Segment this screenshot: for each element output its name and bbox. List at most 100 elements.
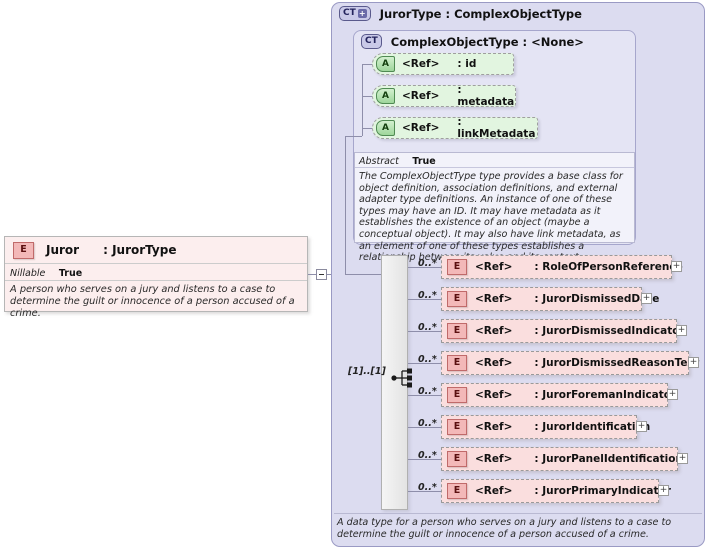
element-juror-documentation: A person who serves on a jury and listen… <box>10 284 295 319</box>
element-icon: E <box>447 451 467 467</box>
abstract-row: Abstract True <box>355 153 634 168</box>
expand-plus-icon[interactable]: + <box>658 485 669 496</box>
sequence-cardinality: [1]..[1] <box>348 366 386 377</box>
element-juror-name: Juror <box>46 243 80 257</box>
base-type-documentation-text: The ComplexObjectType type provides a ba… <box>359 171 623 264</box>
connector-sequence-to-element <box>408 267 441 268</box>
connector-attribute-branch <box>362 96 372 97</box>
element-row[interactable]: E <Ref> : JurorPanelIdentification <box>441 447 683 471</box>
element-ref: <Ref> <box>475 261 513 273</box>
type-documentation-text: A data type for a person who serves on a… <box>337 517 672 540</box>
element-ref: <Ref> <box>475 421 513 433</box>
element-icon: E <box>447 387 467 403</box>
element-name: : RoleOfPersonReference <box>534 261 683 273</box>
complex-type-icon[interactable]: CT+ <box>339 6 371 21</box>
complex-type-title-text: JurorType : ComplexObjectType <box>379 6 582 21</box>
element-cardinality: 0..* <box>418 258 437 269</box>
attribute-ref: <Ref> <box>402 122 440 134</box>
connector-sequence-to-element <box>408 459 441 460</box>
collapse-toggle-minus-icon[interactable] <box>316 269 327 280</box>
expand-plus-icon[interactable]: + <box>667 389 678 400</box>
expand-plus-icon[interactable]: + <box>636 421 647 432</box>
nillable-label: Nillable <box>10 268 46 279</box>
element-name: : JurorForemanIndicator <box>534 389 677 401</box>
attribute-name: : metadata <box>457 84 515 108</box>
expand-plus-icon[interactable]: + <box>677 453 688 464</box>
type-documentation-box: A data type for a person who serves on a… <box>334 513 702 544</box>
attribute-name: : linkMetadata <box>457 116 536 140</box>
attribute-row[interactable]: A <Ref> : id <box>372 53 514 75</box>
base-type-title-text: ComplexObjectType : <None> <box>390 34 584 49</box>
connector-sequence-to-element <box>408 395 441 396</box>
element-name: : JurorPrimaryIndicator <box>534 485 671 497</box>
connector-sequence-to-element <box>408 299 441 300</box>
base-type-documentation-box: Abstract True The ComplexObjectType type… <box>354 152 635 263</box>
element-juror-header: E Juror : JurorType <box>5 237 307 264</box>
element-ref: <Ref> <box>475 325 513 337</box>
element-icon: E <box>447 419 467 435</box>
connector-attribute-trunk <box>362 64 363 136</box>
expand-plus-icon: + <box>357 9 367 18</box>
attribute-name: : id <box>457 58 477 70</box>
element-row[interactable]: E <Ref> : JurorDismissedDate <box>441 287 659 311</box>
element-ref: <Ref> <box>475 485 513 497</box>
element-cardinality: 0..* <box>418 482 437 493</box>
abstract-value: True <box>412 156 436 167</box>
element-name: : JurorPanelIdentification <box>534 453 683 465</box>
nillable-value: True <box>58 268 83 279</box>
element-name: : JurorDismissedDate <box>534 293 660 305</box>
connector-juror-to-toggle <box>308 274 316 275</box>
attribute-row[interactable]: A <Ref> : metadata <box>372 84 516 108</box>
attribute-icon: A <box>376 88 395 104</box>
element-icon: E <box>447 483 467 499</box>
abstract-label: Abstract <box>359 156 399 167</box>
connector-sequence-to-element <box>408 427 441 428</box>
element-icon: E <box>13 241 34 259</box>
element-cardinality: 0..* <box>418 386 437 397</box>
connector-type-spine <box>345 136 346 274</box>
element-name: : JurorDismissedReasonText <box>534 357 700 369</box>
attribute-ref: <Ref> <box>402 58 440 70</box>
element-cardinality: 0..* <box>418 418 437 429</box>
element-row[interactable]: E <Ref> : JurorIdentification <box>441 415 650 439</box>
element-icon: E <box>447 259 467 275</box>
element-row[interactable]: E <Ref> : JurorDismissedReasonText <box>441 351 699 375</box>
element-cardinality: 0..* <box>418 354 437 365</box>
connector-spine-to-sequence <box>345 274 381 275</box>
element-row[interactable]: E <Ref> : JurorDismissedIndicator <box>441 319 685 343</box>
expand-plus-icon[interactable]: + <box>641 293 652 304</box>
element-row[interactable]: E <Ref> : JurorPrimaryIndicator <box>441 479 671 503</box>
complex-type-panel-title: CT+ JurorType : ComplexObjectType <box>339 6 582 21</box>
element-juror-nillable-row: Nillable True <box>5 264 307 281</box>
element-icon: E <box>447 355 467 371</box>
element-cardinality: 0..* <box>418 290 437 301</box>
element-icon: E <box>447 323 467 339</box>
expand-plus-icon[interactable]: + <box>676 325 687 336</box>
attribute-row[interactable]: A <Ref> : linkMetadata <box>372 116 538 140</box>
attribute-ref: <Ref> <box>402 90 440 102</box>
expand-plus-icon[interactable]: + <box>671 261 682 272</box>
element-ref: <Ref> <box>475 357 513 369</box>
connector-sequence-to-element <box>408 363 441 364</box>
element-ref: <Ref> <box>475 453 513 465</box>
element-ref: <Ref> <box>475 389 513 401</box>
connector-attribute-branch <box>362 128 372 129</box>
element-row[interactable]: E <Ref> : JurorForemanIndicator <box>441 383 676 407</box>
element-cardinality: 0..* <box>418 450 437 461</box>
element-juror-type: : JurorType <box>103 243 177 257</box>
connector-attribute-branch <box>362 64 372 65</box>
element-name: : JurorDismissedIndicator <box>534 325 685 337</box>
element-icon: E <box>447 291 467 307</box>
connector-sequence-to-element <box>408 491 441 492</box>
connector-spine-to-attributes <box>345 136 362 137</box>
expand-plus-icon[interactable]: + <box>688 357 699 368</box>
element-cardinality: 0..* <box>418 322 437 333</box>
element-name: : JurorIdentification <box>534 421 651 433</box>
sequence-compositor-icon[interactable] <box>391 367 417 389</box>
attribute-icon: A <box>376 120 395 136</box>
element-ref: <Ref> <box>475 293 513 305</box>
element-juror-box[interactable]: E Juror : JurorType Nillable True A pers… <box>4 236 308 319</box>
complex-type-icon[interactable]: CT <box>361 34 382 49</box>
element-row[interactable]: E <Ref> : RoleOfPersonReference <box>441 255 683 279</box>
base-type-panel-title: CT ComplexObjectType : <None> <box>361 34 584 49</box>
